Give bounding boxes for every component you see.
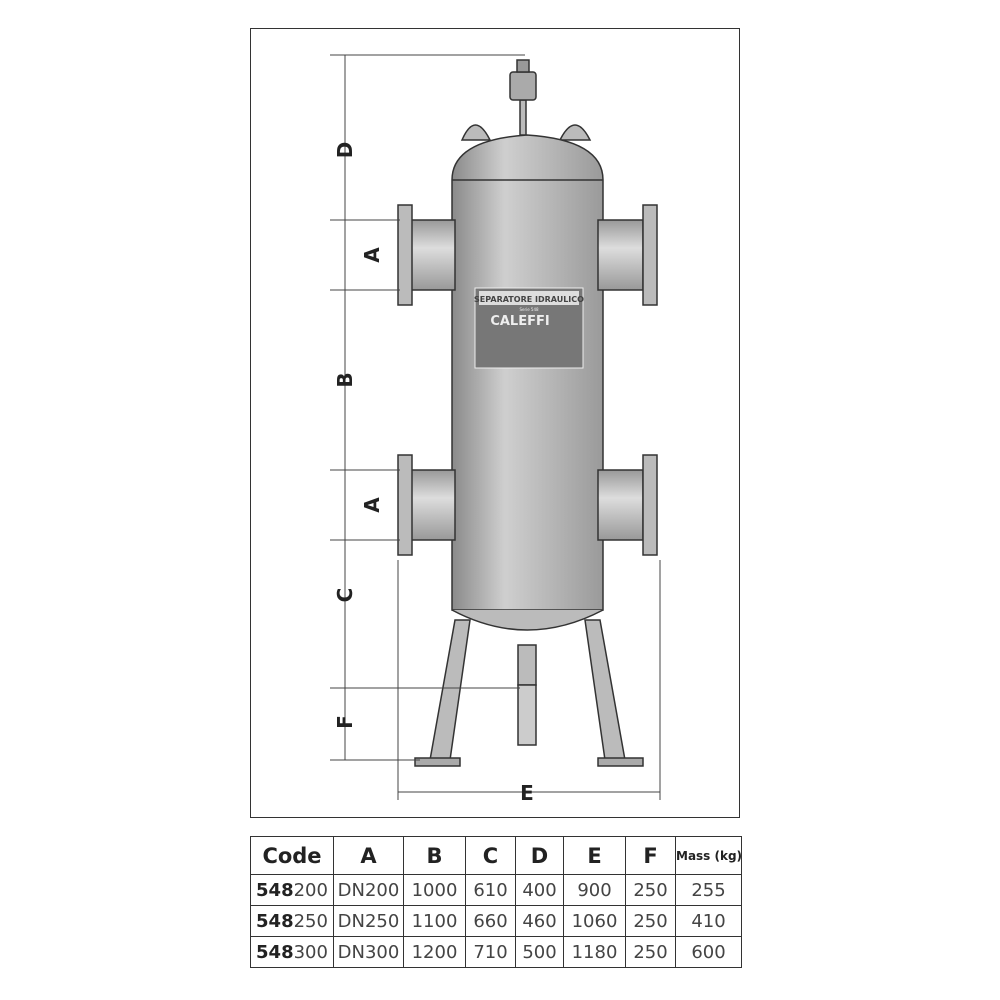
header-code: Code [250,836,334,875]
cell-mass: 255 [675,874,742,906]
cell-e: 900 [563,874,626,906]
cell-code: 548200 [250,874,334,906]
header-b: B [403,836,466,875]
cell-b: 1100 [403,905,466,937]
plate-brand: CALEFFI [490,314,549,329]
cell-f: 250 [625,936,676,968]
cell-code: 548250 [250,905,334,937]
vessel [397,59,658,767]
cell-a: DN250 [333,905,404,937]
table-header-row: Code A B C D E F Mass (kg) [250,836,742,875]
header-f: F [625,836,676,875]
header-d: D [515,836,564,875]
nameplate: SEPARATORE IDRAULICO Serie 548 CALEFFI [474,287,584,369]
dimension-labels: D A B A C F E [333,142,534,805]
dim-E: E [520,781,534,805]
cell-e: 1060 [563,905,626,937]
cell-d: 400 [515,874,564,906]
table-row: 548200 DN200 1000 610 400 900 250 255 [250,874,742,906]
plate-title: SEPARATORE IDRAULICO [474,295,584,304]
cell-c: 710 [465,936,516,968]
cell-c: 610 [465,874,516,906]
dim-A-bottom: A [360,497,384,513]
table-row: 548250 DN250 1100 660 460 1060 250 410 [250,905,742,937]
cell-c: 660 [465,905,516,937]
dimension-lines [330,54,661,800]
dimensions-table: Code A B C D E F Mass (kg) 548200 DN200 … [250,836,742,968]
header-e: E [563,836,626,875]
cell-mass: 600 [675,936,742,968]
dim-B: B [333,372,357,387]
header-mass: Mass (kg) [675,836,742,875]
table-row: 548300 DN300 1200 710 500 1180 250 600 [250,936,742,968]
cell-a: DN300 [333,936,404,968]
cell-f: 250 [625,874,676,906]
header-c: C [465,836,516,875]
cell-f: 250 [625,905,676,937]
cell-a: DN200 [333,874,404,906]
dim-C: C [333,588,357,603]
dim-D: D [333,142,357,159]
cell-e: 1180 [563,936,626,968]
cell-d: 460 [515,905,564,937]
separator-drawing: SEPARATORE IDRAULICO Serie 548 CALEFFI D… [330,54,661,805]
dim-A-top: A [360,247,384,263]
cell-code: 548300 [250,936,334,968]
cell-b: 1000 [403,874,466,906]
drawing-frame [250,28,740,818]
cell-mass: 410 [675,905,742,937]
cell-d: 500 [515,936,564,968]
plate-subtitle: Serie 548 [519,307,539,312]
cell-b: 1200 [403,936,466,968]
dim-F: F [333,715,357,729]
header-a: A [333,836,404,875]
